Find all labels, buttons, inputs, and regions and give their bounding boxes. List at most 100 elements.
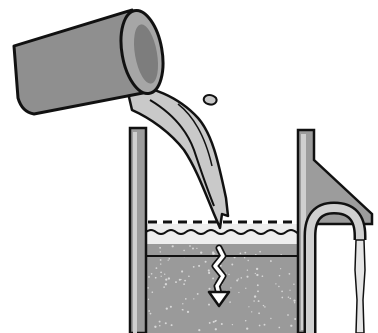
water-speckle (156, 267, 158, 269)
water-speckle (150, 313, 152, 315)
water-speckle (208, 272, 210, 274)
water-speckle (188, 276, 190, 278)
water-speckle (193, 298, 194, 299)
water-speckle (241, 277, 243, 279)
water-speckle (182, 309, 184, 311)
water-speckle (208, 304, 210, 306)
water-speckle (151, 273, 153, 275)
splash-drop (204, 95, 217, 105)
water-speckle (258, 300, 260, 302)
water-speckle (148, 299, 149, 300)
water-speckle (181, 270, 183, 272)
water-speckle (288, 297, 289, 298)
water-speckle (290, 298, 292, 300)
water-speckle (183, 250, 185, 252)
water-speckle (200, 251, 202, 253)
water-speckle (208, 288, 210, 290)
water-speckle (182, 303, 183, 304)
water-speckle (221, 323, 223, 325)
water-speckle (171, 324, 173, 326)
water-speckle (189, 245, 191, 247)
water-speckle (147, 287, 149, 289)
water-speckle (257, 290, 259, 292)
water-speckle (229, 301, 231, 303)
water-speckle (152, 291, 154, 293)
curved-outlet-pipe-icon (310, 208, 360, 333)
water-speckle (230, 287, 231, 288)
outlet-pipe (310, 208, 365, 333)
water-speckle (192, 248, 194, 250)
water-speckle (240, 253, 242, 255)
water-speckle (281, 297, 283, 299)
water-speckle (212, 251, 214, 253)
water-speckle (148, 310, 150, 312)
water-speckle (175, 281, 177, 283)
water-speckle (198, 265, 200, 267)
water-speckle (160, 251, 161, 252)
water-speckle (163, 286, 165, 288)
water-speckle (170, 306, 172, 308)
water-speckle (180, 279, 181, 280)
water-speckle (248, 306, 249, 307)
water-speckle (254, 295, 256, 297)
water-speckle (247, 270, 248, 271)
water-speckle (253, 300, 255, 302)
water-speckle (290, 325, 292, 327)
water-speckle (160, 263, 161, 264)
water-speckle (238, 278, 239, 279)
water-speckle (258, 312, 260, 314)
water-speckle (244, 257, 245, 258)
water-speckle (215, 320, 216, 321)
water-speckle (279, 275, 281, 277)
water-speckle (225, 272, 226, 273)
water-speckle (183, 283, 185, 285)
water-speckle (209, 322, 211, 324)
water-speckle (160, 271, 162, 273)
water-speckle (155, 277, 157, 279)
water-speckle (270, 260, 272, 262)
water-speckle (293, 300, 295, 302)
water-speckle (259, 325, 261, 327)
water-speckle (264, 306, 266, 308)
water-speckle (247, 260, 248, 261)
water-speckle (280, 268, 281, 269)
water-speckle (187, 311, 189, 313)
water-speckle (205, 261, 207, 263)
water-speckle (185, 298, 187, 300)
water-speckle (166, 307, 168, 309)
water-speckle (165, 322, 167, 324)
water-speckle (264, 324, 266, 326)
water-speckle (263, 305, 264, 306)
water-speckle (270, 318, 271, 319)
water-speckle (294, 318, 296, 320)
water-speckle (159, 247, 161, 249)
water-speckle (256, 274, 258, 276)
water-speckle (275, 283, 276, 284)
water-speckle (245, 320, 246, 321)
water-speckle (169, 258, 171, 260)
water-speckle (159, 321, 161, 323)
water-speckle (293, 284, 294, 285)
water-speckle (196, 248, 197, 249)
water-speckle (165, 279, 167, 281)
water-speckle (193, 266, 195, 268)
water-speckle (278, 327, 280, 329)
water-speckle (212, 277, 214, 279)
water-speckle (289, 273, 291, 275)
water-speckle (159, 325, 160, 326)
water-speckle (161, 276, 162, 277)
water-speckle (197, 293, 199, 295)
water-speckle (232, 324, 233, 325)
water-speckle (168, 260, 169, 261)
water-speckle (238, 292, 239, 293)
water-speckle (154, 326, 156, 328)
water-speckle (256, 268, 258, 270)
water-speckle (184, 280, 186, 282)
water-speckle (236, 279, 238, 281)
water-speckle (208, 269, 210, 271)
water-speckle (172, 245, 174, 247)
water-speckle (278, 286, 279, 287)
water-speckle (165, 283, 167, 285)
water-speckle (259, 251, 261, 253)
